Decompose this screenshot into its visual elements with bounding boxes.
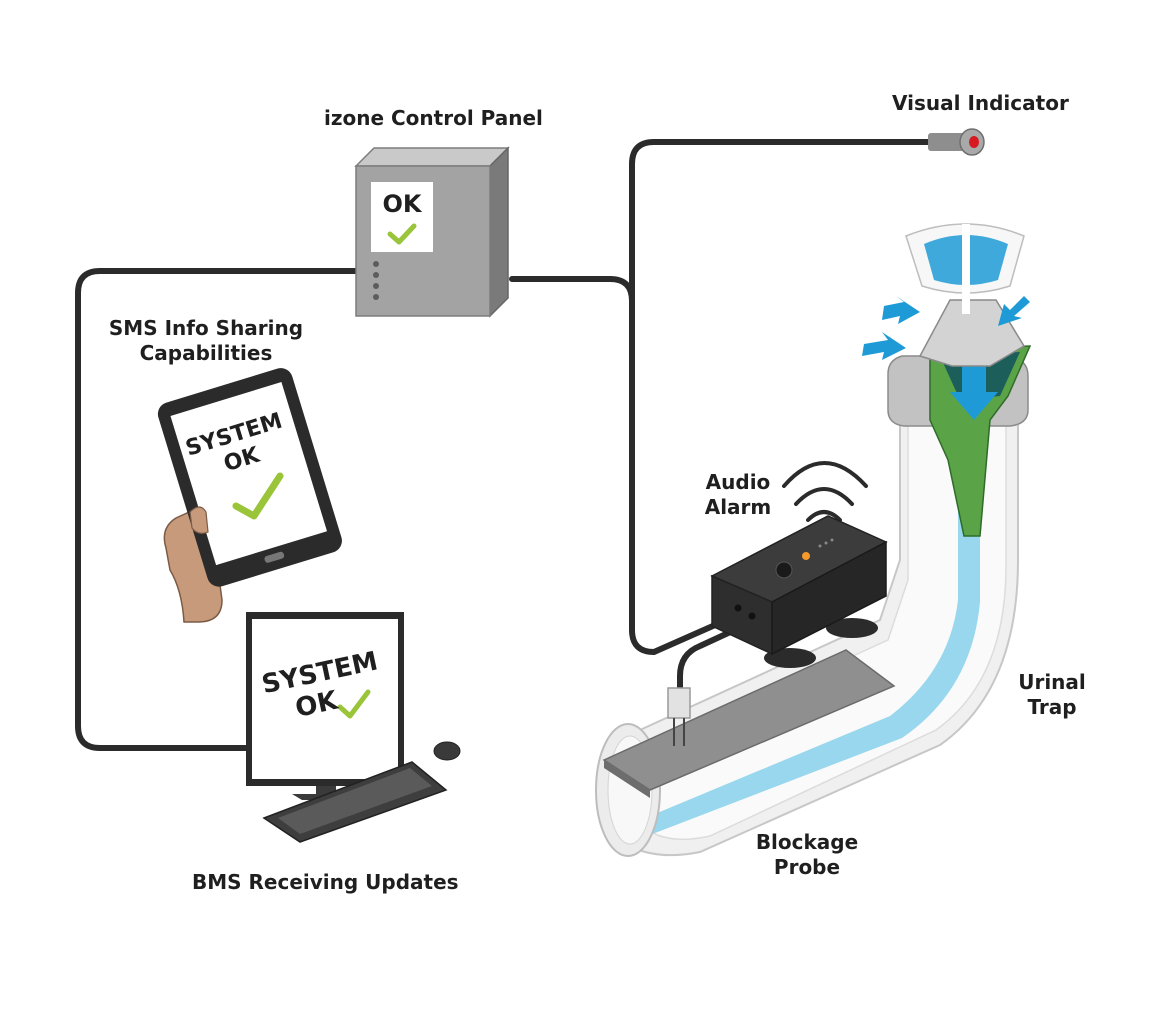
label-visual-indicator: Visual Indicator <box>892 91 1069 115</box>
label-sms-line2: Capabilities <box>139 341 273 365</box>
tablet-home-button <box>264 551 285 563</box>
label-blockage-probe: Blockage Probe <box>752 830 862 880</box>
desktop-computer <box>246 612 461 843</box>
panel-check-icon <box>387 223 417 245</box>
alarm-side <box>771 540 887 656</box>
wire-alarm-to-probe <box>677 619 755 693</box>
label-blockage-line2: Probe <box>773 855 841 879</box>
label-audio-alarm: Audio Alarm <box>696 470 780 520</box>
panel-top <box>354 147 510 167</box>
blockage-probe-plate <box>602 649 896 791</box>
monitor-neck <box>316 786 336 794</box>
label-audio-line1: Audio <box>705 470 771 494</box>
wire-panel-to-monitor <box>75 268 359 751</box>
mouse <box>433 741 461 761</box>
panel-status-leds <box>373 261 379 300</box>
alarm-orange-light <box>802 552 810 560</box>
wire-indicator-to-alarm <box>629 297 743 655</box>
tablet-screen <box>170 382 328 566</box>
thumb <box>189 506 209 534</box>
wiring <box>75 139 931 751</box>
label-audio-line2: Alarm <box>704 495 772 519</box>
tablet-check-icon <box>232 472 284 520</box>
label-bms: BMS Receiving Updates <box>192 870 459 894</box>
label-urinal-line1: Urinal <box>1018 670 1086 694</box>
urinal-trap <box>595 223 1032 857</box>
monitor-screen <box>252 619 398 779</box>
tablet-device <box>157 368 342 623</box>
valve-cone <box>918 299 1026 367</box>
label-blockage-line1: Blockage <box>755 830 859 854</box>
probe-connector <box>667 687 691 719</box>
monitor-check-icon <box>337 689 371 719</box>
label-sms-line1: SMS Info Sharing <box>108 316 304 340</box>
audio-alarm-box <box>710 515 888 656</box>
keyboard-keys <box>278 768 432 834</box>
indicator-red-light <box>969 136 979 148</box>
panel-side <box>489 146 509 318</box>
wire-panel-to-indicator <box>509 139 931 304</box>
control-panel <box>354 146 510 318</box>
water-flow <box>626 430 980 838</box>
alarm-speaker <box>775 561 793 579</box>
visual-indicator <box>928 128 985 156</box>
label-urinal-trap: Urinal Trap <box>1012 670 1092 720</box>
label-urinal-line2: Trap <box>1027 695 1077 719</box>
sound-wave-icon <box>782 461 868 522</box>
air-flow-arrows <box>862 296 1030 360</box>
panel-screen-text: OK <box>382 190 422 218</box>
flow-down-arrow <box>950 362 998 420</box>
label-sms: SMS Info Sharing Capabilities <box>106 316 306 366</box>
label-control-panel: izone Control Panel <box>324 106 543 130</box>
